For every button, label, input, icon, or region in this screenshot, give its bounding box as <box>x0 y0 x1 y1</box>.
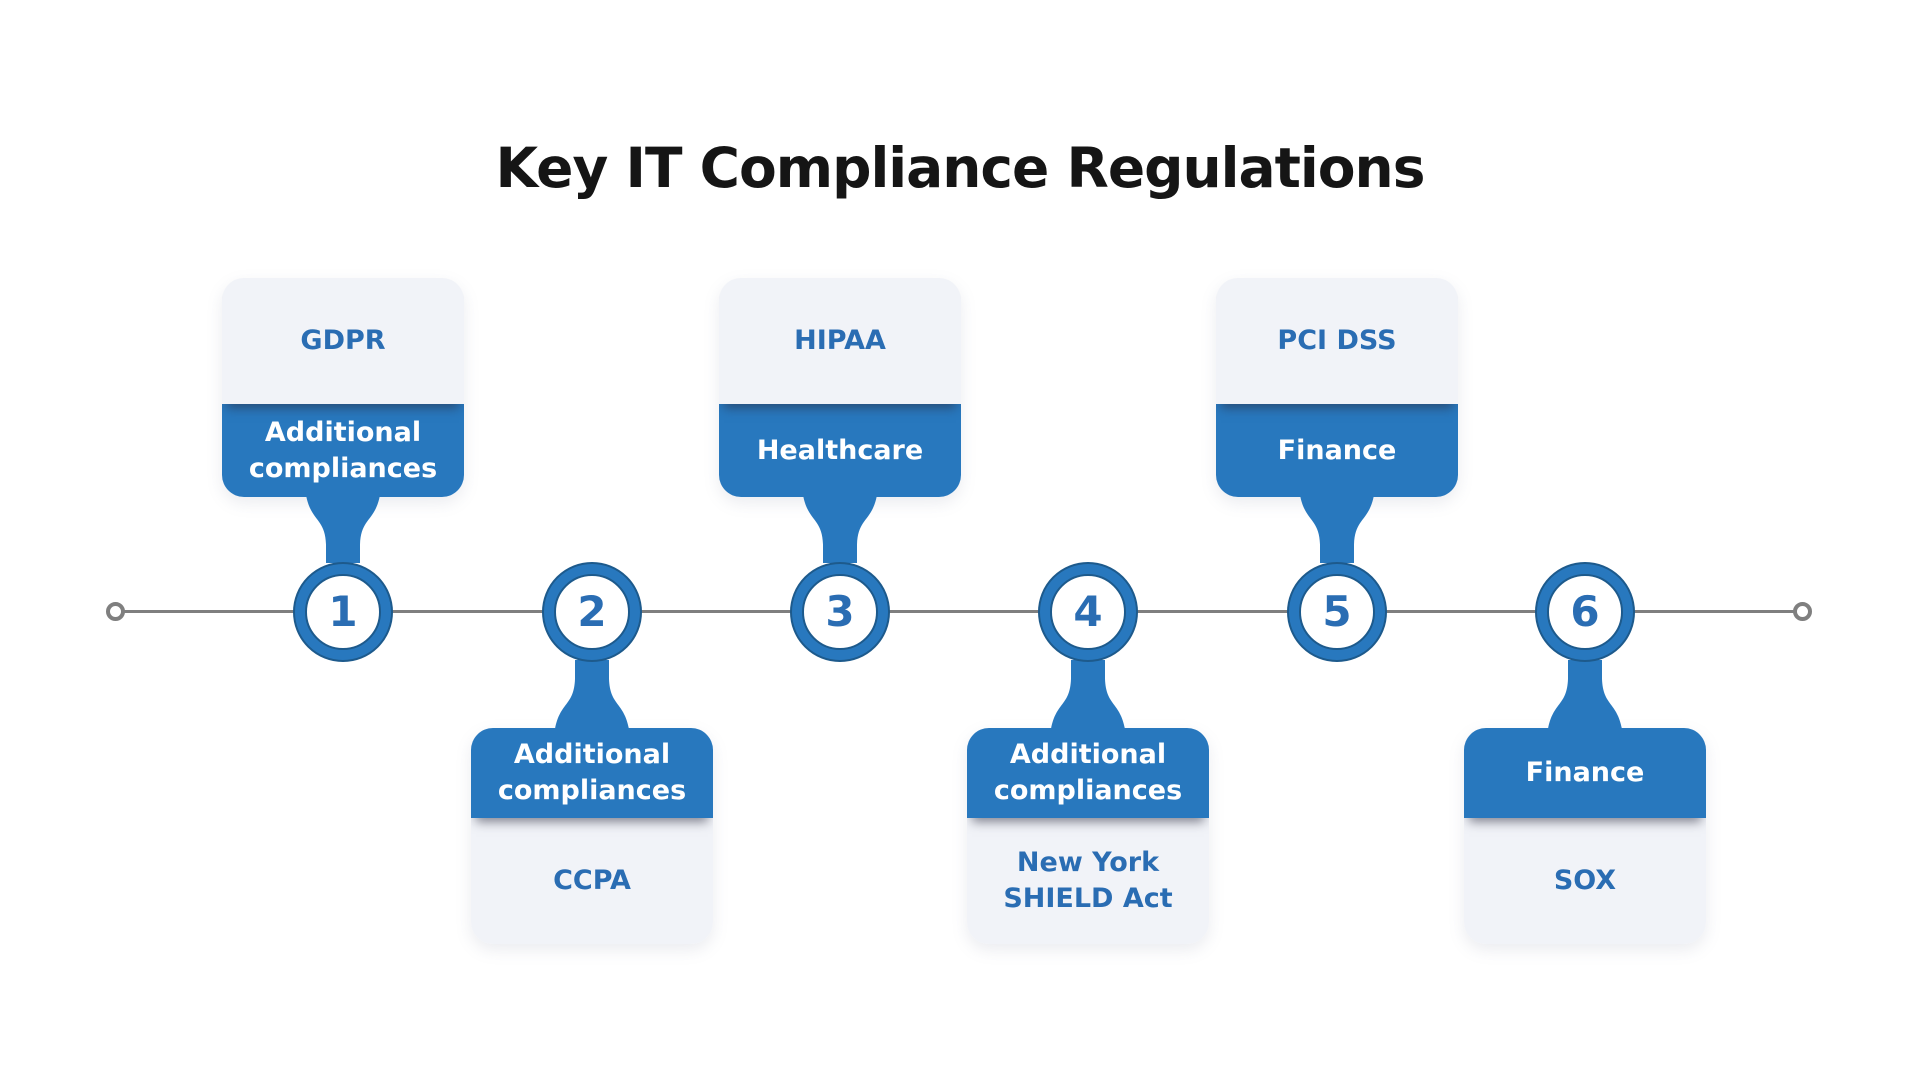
regulation-label: CCPA <box>553 864 631 896</box>
category-panel: Finance <box>1216 404 1458 497</box>
timeline-endpoint-left-icon <box>106 602 125 621</box>
regulation-label: HIPAA <box>794 324 886 356</box>
regulation-panel: SOX <box>1464 818 1706 944</box>
regulation-panel: GDPR <box>222 278 464 404</box>
timeline-node-circle: 6 <box>1535 562 1635 662</box>
connector-funnel-icon <box>306 495 380 563</box>
node-card: HIPAA Healthcare <box>719 278 961 497</box>
category-panel: Additional compliances <box>222 404 464 497</box>
node-number: 4 <box>1050 574 1126 650</box>
node-card: GDPR Additional compliances <box>222 278 464 497</box>
timeline-endpoint-right-icon <box>1793 602 1812 621</box>
category-label: Finance <box>1277 434 1397 466</box>
regulation-label: GDPR <box>300 324 386 356</box>
node-number: 1 <box>305 574 381 650</box>
node-number: 3 <box>802 574 878 650</box>
page-title: Key IT Compliance Regulations <box>495 136 1426 200</box>
timeline-node-circle: 2 <box>542 562 642 662</box>
regulation-panel: PCI DSS <box>1216 278 1458 404</box>
category-panel: Additional compliances <box>471 728 713 818</box>
category-panel: Healthcare <box>719 404 961 497</box>
regulation-label: New York SHIELD Act <box>1003 846 1173 914</box>
category-label: Finance <box>1525 757 1645 789</box>
node-card: Additional compliances New York SHIELD A… <box>967 728 1209 944</box>
node-card: Additional compliances CCPA <box>471 728 713 944</box>
node-number: 2 <box>554 574 630 650</box>
category-panel: Finance <box>1464 728 1706 818</box>
category-label: Healthcare <box>756 434 924 466</box>
category-label: Additional compliances <box>993 739 1183 806</box>
regulation-panel: CCPA <box>471 818 713 944</box>
node-card: Finance SOX <box>1464 728 1706 944</box>
connector-funnel-icon <box>1300 495 1374 563</box>
timeline-node-circle: 5 <box>1287 562 1387 662</box>
timeline-node-circle: 4 <box>1038 562 1138 662</box>
connector-funnel-icon <box>555 660 629 729</box>
regulation-label: PCI DSS <box>1277 324 1397 356</box>
connector-funnel-icon <box>803 495 877 563</box>
regulation-label: SOX <box>1553 864 1617 896</box>
connector-funnel-icon <box>1548 660 1622 729</box>
category-label: Additional compliances <box>248 416 438 484</box>
timeline-node-circle: 1 <box>293 562 393 662</box>
node-card: PCI DSS Finance <box>1216 278 1458 497</box>
category-label: Additional compliances <box>497 739 687 806</box>
category-panel: Additional compliances <box>967 728 1209 818</box>
connector-funnel-icon <box>1051 660 1125 729</box>
timeline-node-circle: 3 <box>790 562 890 662</box>
regulation-panel: HIPAA <box>719 278 961 404</box>
node-number: 6 <box>1547 574 1623 650</box>
regulation-panel: New York SHIELD Act <box>967 818 1209 944</box>
node-number: 5 <box>1299 574 1375 650</box>
timeline-line <box>115 610 1803 613</box>
